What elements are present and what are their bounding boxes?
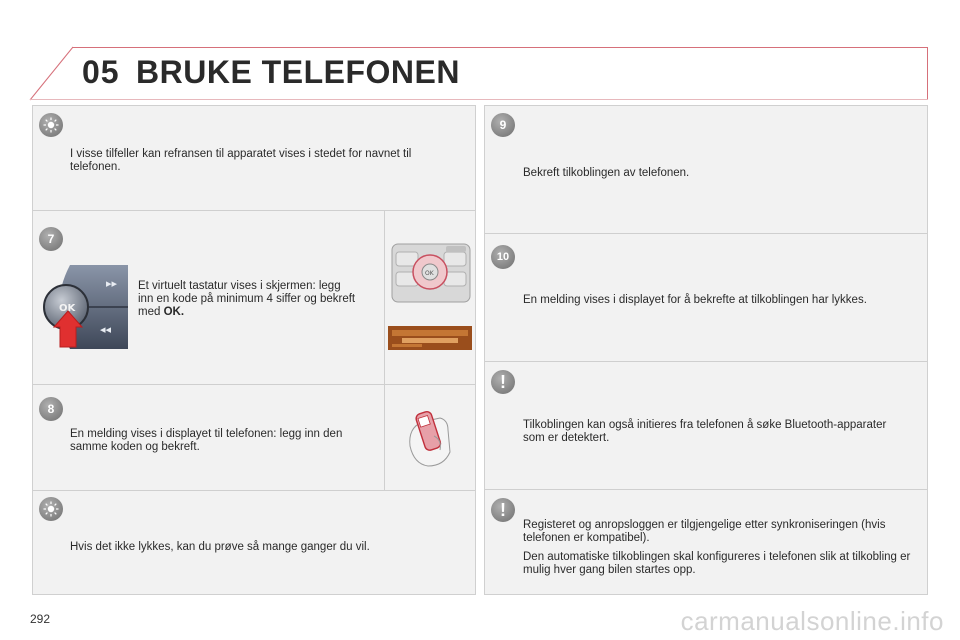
right-divider-3 [485, 489, 927, 490]
left-divider-1 [33, 210, 475, 211]
header-rule-right [927, 47, 928, 99]
warning-icon-2: ! [491, 498, 515, 522]
svg-text:▸▸: ▸▸ [106, 277, 118, 290]
step-7-badge: 7 [39, 227, 63, 251]
header-corner-line [29, 46, 74, 101]
header-rule [72, 47, 928, 48]
step-7-text: Et virtuelt tastatur vises i skjermen: l… [138, 280, 358, 319]
ok-label: OK [59, 303, 77, 314]
left-divider-3 [33, 490, 475, 491]
phone-in-hand-illustration [409, 411, 451, 467]
lightbulb-icon [43, 117, 59, 133]
tip-icon [39, 113, 63, 137]
step-7-body: Et virtuelt tastatur vises i skjermen: l… [138, 280, 356, 318]
note-text-2b: Den automatiske tilkoblingen skal konfig… [523, 551, 911, 576]
step-10-badge: 10 [491, 245, 515, 269]
left-divider-2 [33, 384, 475, 385]
note-text-2: Registeret og anropsloggen er tilgjengel… [523, 519, 913, 583]
lightbulb-icon [43, 501, 59, 517]
note-text-2a: Registeret og anropsloggen er tilgjengel… [523, 519, 886, 544]
svg-text:◂◂: ◂◂ [100, 323, 112, 336]
step-9-badge: 9 [491, 113, 515, 137]
tip-icon-2 [39, 497, 63, 521]
step-10-text: En melding vises i displayet for å bekre… [523, 294, 867, 306]
step-9-text: Bekreft tilkoblingen av telefonen. [523, 167, 690, 179]
left-panel [32, 105, 476, 595]
warning-icon: ! [491, 370, 515, 394]
header-underline [30, 99, 928, 100]
right-divider-1 [485, 233, 927, 234]
ok-button-illustration: ▸▸ ◂◂ OK [43, 265, 128, 349]
step-7-bold: OK. [163, 306, 185, 318]
chapter-number: 05 [82, 54, 120, 90]
right-panel [484, 105, 928, 595]
tip-text-1: I visse tilfeller kan refransen til appa… [70, 148, 412, 173]
step-8-badge: 8 [39, 397, 63, 421]
radio-controls-illustration: OK [391, 243, 471, 303]
watermark: carmanualsonline.info [680, 606, 944, 636]
svg-text:OK: OK [425, 270, 435, 277]
note-text-1: Tilkoblingen kan også initieres fra tele… [523, 419, 887, 444]
tip-text-2: Hvis det ikke lykkes, kan du prøve så ma… [70, 541, 370, 553]
right-divider-2 [485, 361, 927, 362]
page-number: 292 [30, 612, 51, 626]
step-8-text: En melding vises i displayet til telefon… [70, 428, 343, 453]
left-image-column-divider [384, 211, 385, 490]
page-title: BRUKE TELEFONEN [136, 54, 460, 90]
keyboard-display-illustration [388, 326, 472, 350]
